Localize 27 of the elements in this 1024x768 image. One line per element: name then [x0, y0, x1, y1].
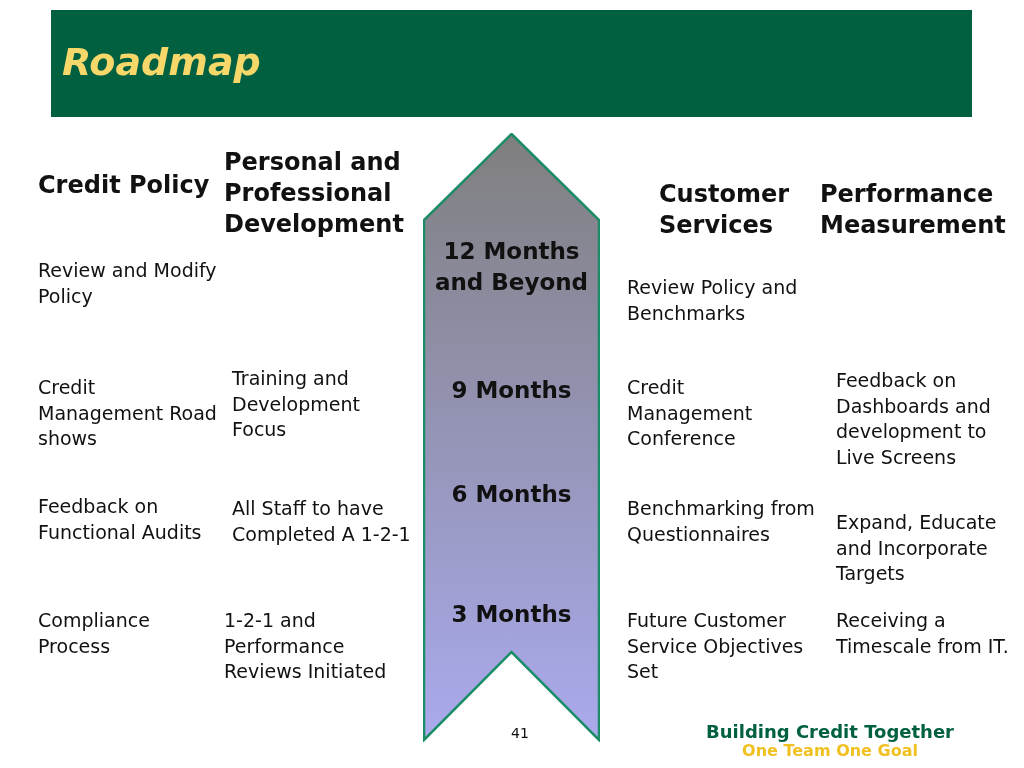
timeframe-label: 6 Months — [450, 480, 573, 509]
roadmap-item: Receiving a Timescale from IT. — [836, 608, 1010, 659]
roadmap-item: Future Customer Service Objectives Set — [627, 608, 805, 684]
roadmap-item: Benchmarking from Questionnaires — [627, 496, 816, 547]
slogan: Building Credit Together — [705, 720, 955, 744]
timeline-chevron — [423, 133, 600, 742]
column-heading: Performance Measurement — [820, 179, 1007, 241]
roadmap-item: Credit Management Road shows — [38, 375, 218, 451]
roadmap-item: Training and Development Focus — [232, 366, 361, 442]
roadmap-item: Compliance Process — [38, 608, 151, 659]
column-heading: Personal and Professional Development — [224, 147, 405, 240]
roadmap-item: All Staff to have Completed A 1-2-1 — [232, 496, 412, 547]
roadmap-item: Expand, Educate and Incorporate Targets — [836, 510, 998, 586]
slogan: One Team One Goal — [742, 741, 918, 761]
roadmap-item: Feedback on Dashboards and development to Live Screens — [836, 368, 992, 470]
slide-title: Roadmap — [62, 40, 261, 84]
timeframe-label: 3 Months — [450, 600, 573, 629]
page-number: 41 — [510, 724, 530, 743]
roadmap-item: Credit Management Conference — [627, 375, 754, 451]
roadmap-item: Review and Modify Policy — [38, 258, 218, 309]
roadmap-item: Review Policy and Benchmarks — [627, 275, 799, 326]
timeframe-label: 9 Months — [450, 376, 573, 405]
column-heading: Customer Services — [659, 179, 791, 241]
roadmap-item: 1-2-1 and Performance Reviews Initiated — [224, 608, 388, 684]
column-heading: Credit Policy — [38, 170, 211, 201]
roadmap-item: Feedback on Functional Audits — [38, 494, 203, 545]
timeframe-label: 12 Months and Beyond — [433, 237, 590, 297]
